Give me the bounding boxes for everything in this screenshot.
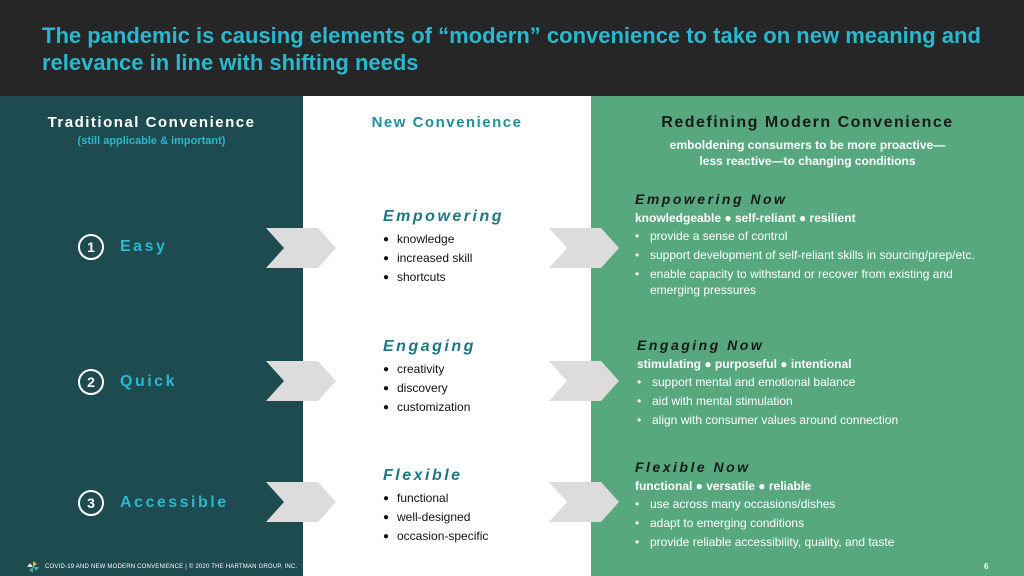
new-convenience-heading: New Convenience xyxy=(371,114,523,131)
list-item: support development of self-reliant skil… xyxy=(635,247,975,263)
number-badge: 2 xyxy=(78,369,104,395)
new-block-engaging: Engaging creativity discovery customizat… xyxy=(383,338,583,417)
list-item: align with consumer values around connec… xyxy=(637,412,1024,428)
list-item: knowledge xyxy=(383,230,583,249)
list-item: support mental and emotional balance xyxy=(637,374,1024,390)
page-title: The pandemic is causing elements of “mod… xyxy=(42,23,981,75)
number-badge: 1 xyxy=(78,234,104,260)
traditional-heading: Traditional Convenience xyxy=(47,114,256,131)
traditional-column: Traditional Convenience (still applicabl… xyxy=(0,96,303,576)
now-block-title: Engaging Now xyxy=(637,337,765,353)
new-block-title: Engaging xyxy=(383,338,476,355)
footer-text: COVID-19 AND NEW MODERN CONVENIENCE | © … xyxy=(45,564,298,570)
traditional-item-quick: 2 Quick xyxy=(78,368,177,396)
now-block-tagline: stimulating ● purposeful ● intentional xyxy=(637,357,852,371)
new-block-empowering: Empowering knowledge increased skill sho… xyxy=(383,208,583,287)
redefining-subheading-line1: emboldening consumers to be more proacti… xyxy=(669,138,946,152)
list-item: creativity xyxy=(383,360,583,379)
list-item: provide reliable accessibility, quality,… xyxy=(635,534,1024,550)
new-convenience-column: New Convenience Empowering knowledge inc… xyxy=(303,96,591,576)
pinwheel-logo-icon xyxy=(27,561,39,573)
list-item: aid with mental stimulation xyxy=(637,393,1024,409)
new-block-title: Flexible xyxy=(383,467,463,484)
traditional-item-label: Accessible xyxy=(120,494,229,511)
list-item: customization xyxy=(383,398,583,417)
list-item: provide a sense of control xyxy=(635,228,1024,244)
new-block-title: Empowering xyxy=(383,208,505,225)
new-block-flexible: Flexible functional well-designed occasi… xyxy=(383,467,583,546)
list-item: functional xyxy=(383,489,583,508)
now-block-tagline: knowledgeable ● self-reliant ● resilient xyxy=(635,211,856,225)
traditional-item-accessible: 3 Accessible xyxy=(78,489,229,517)
now-block-flexible: Flexible Now functional ● versatile ● re… xyxy=(635,459,1024,553)
now-block-title: Flexible Now xyxy=(635,459,751,475)
redefining-heading: Redefining Modern Convenience xyxy=(661,114,954,131)
list-item: shortcuts xyxy=(383,268,583,287)
redefining-column: Redefining Modern Convenience emboldenin… xyxy=(591,96,1024,576)
chevron-right-icon xyxy=(549,361,619,401)
chevron-right-icon xyxy=(266,361,336,401)
chevron-right-icon xyxy=(549,482,619,522)
new-block-list: knowledge increased skill shortcuts xyxy=(383,230,583,287)
now-block-list: use across many occasions/dishes adapt t… xyxy=(635,496,1024,550)
list-item: occasion-specific xyxy=(383,527,583,546)
page-number: 6 xyxy=(984,562,989,571)
chevron-right-icon xyxy=(266,482,336,522)
header-bar: The pandemic is causing elements of “mod… xyxy=(0,0,1024,96)
traditional-item-easy: 1 Easy xyxy=(78,233,167,261)
now-block-empowering: Empowering Now knowledgeable ● self-reli… xyxy=(635,191,1024,301)
now-block-engaging: Engaging Now stimulating ● purposeful ● … xyxy=(637,337,1024,431)
list-item: adapt to emerging conditions xyxy=(635,515,1024,531)
new-block-list: creativity discovery customization xyxy=(383,360,583,417)
list-item: use across many occasions/dishes xyxy=(635,496,1024,512)
list-item: increased skill xyxy=(383,249,583,268)
now-block-tagline: functional ● versatile ● reliable xyxy=(635,479,811,493)
new-block-list: functional well-designed occasion-specif… xyxy=(383,489,583,546)
redefining-subheading-line2: less reactive—to changing conditions xyxy=(699,154,916,168)
now-block-list: support mental and emotional balance aid… xyxy=(637,374,1024,428)
traditional-item-label: Quick xyxy=(120,373,177,390)
now-block-title: Empowering Now xyxy=(635,191,788,207)
traditional-subheading: (still applicable & important) xyxy=(77,135,226,147)
list-item: well-designed xyxy=(383,508,583,527)
list-item: enable capacity to withstand or recover … xyxy=(635,266,985,298)
chevron-right-icon xyxy=(266,228,336,268)
now-block-list: provide a sense of control support devel… xyxy=(635,228,1024,298)
list-item: discovery xyxy=(383,379,583,398)
number-badge: 3 xyxy=(78,490,104,516)
redefining-subheading: emboldening consumers to be more proacti… xyxy=(591,137,1024,169)
traditional-item-label: Easy xyxy=(120,238,168,255)
chevron-right-icon xyxy=(549,228,619,268)
